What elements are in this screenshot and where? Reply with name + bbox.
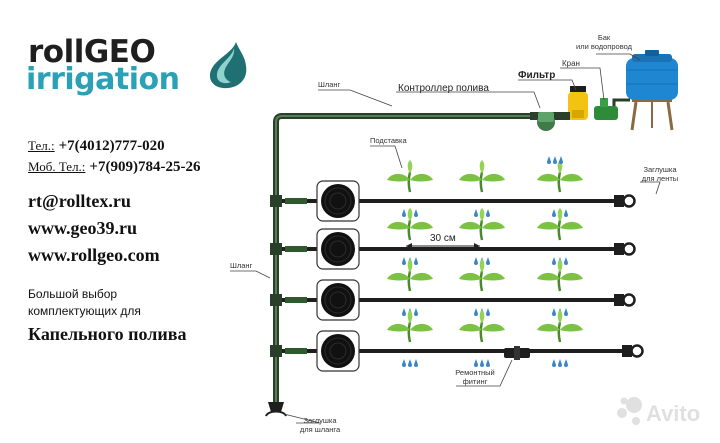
tee-connector bbox=[270, 345, 282, 357]
water-drops-icon bbox=[552, 359, 568, 367]
plant-icon bbox=[535, 308, 585, 344]
tape-reel-icon bbox=[316, 279, 360, 321]
email: rt@rolltex.ru bbox=[28, 191, 131, 211]
phone-line-1: Тел.: +7(4012)777-020 bbox=[28, 137, 165, 155]
plant-icon bbox=[457, 158, 507, 194]
plant-icon bbox=[385, 308, 435, 344]
phone-value: +7(4012)777-020 bbox=[58, 138, 165, 154]
plant-icon bbox=[457, 257, 507, 293]
end-plug-icon bbox=[612, 193, 636, 209]
label-hose-side: Шланг bbox=[230, 261, 253, 270]
water-tank-icon bbox=[626, 50, 678, 131]
end-plug-icon bbox=[612, 292, 636, 308]
tape-reel-icon bbox=[316, 228, 360, 270]
promo-line-1: Большой выбор bbox=[28, 287, 118, 301]
label-stand: Подставка bbox=[370, 136, 407, 145]
diagram-labels: Шланг Контроллер полива Фильтр Кран Бак … bbox=[230, 33, 678, 434]
water-drops-icon bbox=[402, 359, 418, 367]
label-repair-2: фитинг bbox=[463, 377, 488, 386]
filter-icon bbox=[568, 86, 588, 120]
tape-connector bbox=[285, 198, 307, 204]
mobile-label: Моб. Тел.: bbox=[28, 159, 86, 174]
label-tape-plug-2: для ленты bbox=[642, 174, 678, 183]
logo-rollgeo: rollGEO bbox=[28, 34, 156, 70]
plant-icon bbox=[535, 257, 585, 293]
valve-icon bbox=[594, 98, 618, 120]
tape-connector bbox=[285, 297, 307, 303]
water-drops-icon bbox=[474, 359, 490, 367]
phone-label: Тел.: bbox=[28, 138, 55, 153]
plant-icon bbox=[535, 158, 585, 194]
tee-connector bbox=[270, 243, 282, 255]
label-controller: Контроллер полива bbox=[398, 83, 489, 94]
tape-connector bbox=[285, 246, 307, 252]
phone-line-2: Моб. Тел.: +7(909)784-25-26 bbox=[28, 158, 200, 176]
tape-connector bbox=[285, 348, 307, 354]
promo-line-2: комплектующих для bbox=[28, 304, 141, 318]
tape-reel-icon bbox=[316, 330, 360, 372]
label-hose-plug-2: для шланга bbox=[300, 425, 341, 434]
end-plug-icon bbox=[620, 343, 644, 359]
avito-text: Avito bbox=[646, 401, 700, 426]
plant-icon bbox=[385, 257, 435, 293]
label-tape-plug-1: Заглушка bbox=[643, 165, 677, 174]
water-drops-icon bbox=[547, 156, 563, 164]
website-geo39: www.geo39.ru bbox=[28, 218, 137, 238]
logo-irrigation: irrigation bbox=[26, 62, 180, 97]
label-filter: Фильтр bbox=[518, 70, 555, 81]
label-hose-plug-1: Заглушка bbox=[303, 416, 337, 425]
water-drop-logo-icon bbox=[209, 42, 247, 89]
label-tank-2: или водопровод bbox=[576, 42, 633, 51]
plant-icon bbox=[457, 308, 507, 344]
tape-reel-icon bbox=[316, 180, 360, 222]
tee-connector bbox=[270, 294, 282, 306]
label-valve: Кран bbox=[562, 59, 580, 68]
label-tank-1: Бак bbox=[598, 33, 611, 42]
plant-icon bbox=[535, 206, 585, 242]
plant-icon bbox=[457, 206, 507, 242]
label-hose-top: Шланг bbox=[318, 80, 341, 89]
mobile-value: +7(909)784-25-26 bbox=[89, 159, 201, 175]
irrigation-controller-icon bbox=[530, 112, 570, 131]
tee-connector bbox=[270, 195, 282, 207]
plant-icon bbox=[385, 206, 435, 242]
plant-icon bbox=[385, 158, 435, 194]
avito-watermark: Avito bbox=[617, 397, 700, 426]
distance-label: 30 см bbox=[430, 233, 456, 244]
label-repair-1: Ремонтный bbox=[455, 368, 494, 377]
website-rollgeo: www.rollgeo.com bbox=[28, 245, 160, 265]
promo-title: Капельного полива bbox=[28, 324, 187, 344]
end-plug-icon bbox=[612, 241, 636, 257]
